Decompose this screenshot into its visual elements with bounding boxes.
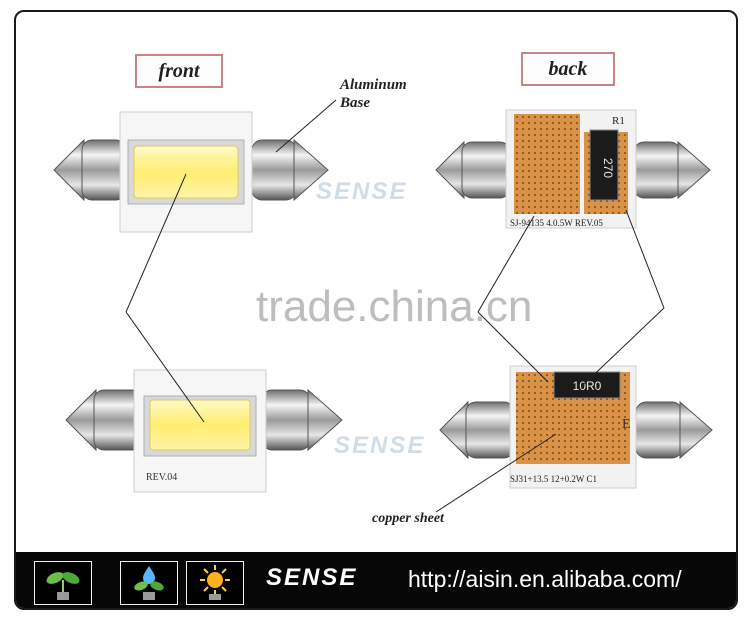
r1-text: R1 [612,115,625,127]
watermark-logo-bottom: SENSE [334,432,426,459]
pcb-part-number-top: SJ-94135 4.0.5W REV.05 [510,218,603,228]
footer-bar: SENSE http://aisin.en.alibaba.com/ [16,552,736,608]
product-image-frame: 270 R1 SJ-94135 4.0.5W REV.05 REV.04 10R… [14,10,738,610]
aluminum-base-caption: Aluminum Base [340,77,407,111]
footer-url-link[interactable]: http://aisin.en.alibaba.com/ [408,566,682,592]
resistor-10r0-text: 10R0 [573,379,602,393]
bulb-back-top: 270 R1 SJ-94135 4.0.5W REV.05 [435,109,711,229]
watermark-logo-top: SENSE [316,178,408,205]
pointer-lines [125,99,665,513]
footer-logo: SENSE [266,564,358,591]
bulb-front-bottom: REV.04 [65,369,343,493]
pcb-part-number-bottom: SJ31+13.5 12+0.2W C1 [510,474,597,484]
resistor-270-text: 270 [601,158,615,178]
front-label: front [135,54,223,88]
led-bulb-photo: 270 R1 SJ-94135 4.0.5W REV.05 REV.04 10R… [53,99,713,513]
pcb-ref-e-text: E [622,417,631,432]
bulb-front-top [53,111,329,233]
copper-sheet-caption: copper sheet [372,511,444,526]
water-drop-plant-icon [120,561,178,605]
plant-sprout-icon [34,561,92,605]
sun-icon [186,561,244,605]
bulb-back-bottom: 10R0 E SJ31+13.5 12+0.2W C1 [439,365,713,489]
pcb-rev-text: REV.04 [146,472,177,483]
watermark-text: trade.china.cn [256,282,533,331]
back-label: back [521,52,615,86]
